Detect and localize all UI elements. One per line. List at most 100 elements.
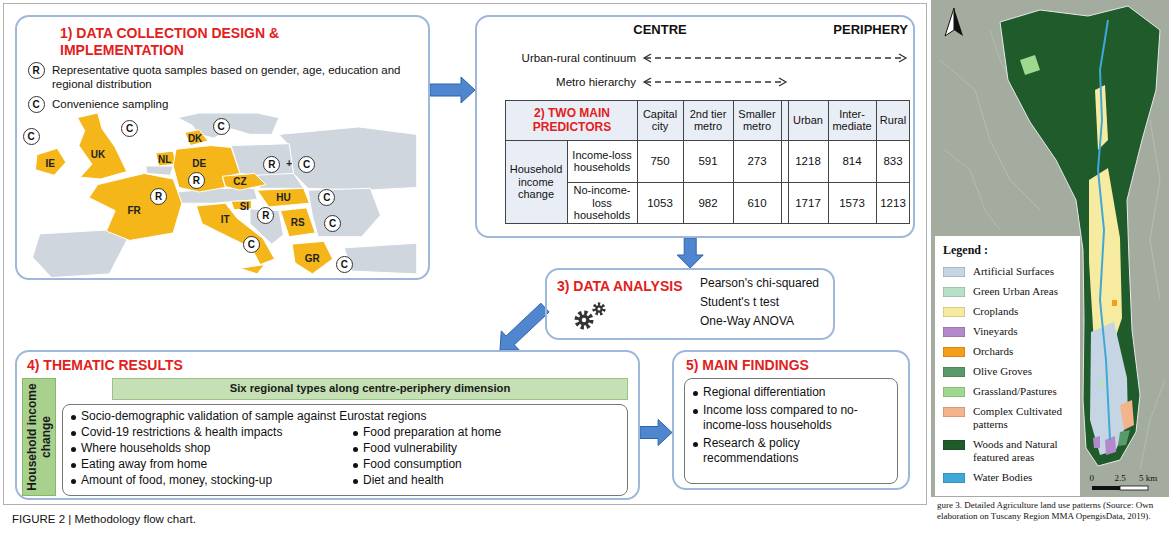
text-slot: 273 bbox=[735, 155, 779, 168]
tuscany-map bbox=[1093, 436, 1100, 448]
circle-letter: C bbox=[32, 99, 39, 110]
box-heading: 1) DATA COLLECTION DESIGN & IMPLEMENTATI… bbox=[60, 25, 332, 59]
text-slot: Convenience sampling bbox=[52, 97, 352, 111]
legend-panel: Legend :Artificial SurfacesGreen Urban A… bbox=[935, 236, 1080, 496]
text-slot: DE bbox=[192, 158, 206, 170]
other-country bbox=[308, 188, 381, 236]
bullet-dot bbox=[71, 479, 76, 484]
text-slot: Eating away from home bbox=[81, 457, 351, 472]
table-cell: Inter-mediate bbox=[830, 108, 874, 133]
country-code: IT bbox=[221, 214, 230, 226]
other-country bbox=[231, 144, 293, 177]
text-slot: Food preparation at home bbox=[363, 425, 618, 440]
other-country bbox=[33, 229, 127, 277]
table-cell: 1573 bbox=[830, 197, 874, 210]
country-code: DE bbox=[192, 158, 206, 170]
bullet-text: Diet and health bbox=[363, 473, 618, 488]
table-cell: 982 bbox=[685, 197, 731, 210]
legend-swatch bbox=[943, 267, 965, 277]
gear-icon bbox=[594, 304, 604, 314]
tuscany-map bbox=[945, 150, 1000, 230]
box-text: Convenience sampling bbox=[52, 97, 352, 111]
legend-swatch bbox=[943, 307, 965, 317]
continuum-arrow bbox=[645, 81, 785, 82]
text-slot: IT bbox=[221, 214, 230, 226]
flow-arrow bbox=[430, 77, 475, 103]
axis-name: Urban-rural continuum bbox=[480, 51, 636, 65]
text-slot: Socio-demographic validation of sample a… bbox=[81, 409, 611, 424]
predictor-table-grid bbox=[567, 140, 568, 224]
text-slot: 5) MAIN FINDINGS bbox=[686, 357, 891, 374]
legend-swatch bbox=[943, 440, 965, 450]
text-slot: Inter-mediate bbox=[830, 108, 874, 133]
predictor-table-grid bbox=[876, 100, 877, 224]
figure-caption: gure 3. Detailed Agriculture land use pa… bbox=[937, 500, 1165, 522]
sample-circle: C bbox=[298, 156, 315, 173]
text-slot: 982 bbox=[685, 197, 731, 210]
tuscany-map bbox=[1098, 20, 1110, 440]
gear-icon bbox=[595, 305, 603, 313]
circle-letter: R bbox=[268, 159, 275, 170]
bullet-text: Research & policy recommendations bbox=[703, 436, 889, 466]
text-slot: Where households shop bbox=[81, 441, 351, 456]
findings-box: Regional differentiationIncome loss comp… bbox=[684, 378, 898, 484]
legend-swatch bbox=[943, 387, 965, 397]
bullet-text: Food preparation at home bbox=[363, 425, 618, 440]
text-slot: + bbox=[286, 158, 292, 170]
text-slot: 591 bbox=[685, 155, 731, 168]
bullet-dot bbox=[71, 415, 76, 420]
table-cell: 591 bbox=[685, 155, 731, 168]
table-cell: 610 bbox=[735, 197, 779, 210]
text-slot: Food consumption bbox=[363, 457, 618, 472]
sample-circle: R bbox=[263, 156, 280, 173]
legend-swatch bbox=[943, 347, 965, 357]
text-slot: CZ bbox=[233, 176, 246, 188]
tuscany-map bbox=[1092, 486, 1120, 490]
country-code: SI bbox=[240, 201, 249, 213]
bullet-text: Eating away from home bbox=[81, 457, 351, 472]
text-slot: 0 bbox=[1090, 473, 1095, 484]
circle-letter: C bbox=[323, 192, 330, 203]
flow-arrow bbox=[640, 420, 672, 446]
bullet-dot bbox=[353, 463, 358, 468]
tuscany-map bbox=[1150, 120, 1160, 300]
text-slot: SI bbox=[240, 201, 249, 213]
text-slot: Covid-19 restrictions & health impacts bbox=[81, 425, 351, 440]
table-cell: 1717 bbox=[790, 197, 826, 210]
box-heading: 5) MAIN FINDINGS bbox=[686, 357, 891, 374]
text-slot: Representative quota samples based on ge… bbox=[52, 63, 424, 91]
box-heading: Six regional types along centre-peripher… bbox=[113, 382, 627, 396]
country-code: FR bbox=[128, 205, 141, 217]
country-code: HU bbox=[276, 192, 290, 204]
bullet-text: Food consumption bbox=[363, 457, 618, 472]
country-code: IE bbox=[45, 158, 54, 170]
box-heading: 3) DATA ANALYSIS bbox=[557, 278, 695, 295]
text-slot: 1573 bbox=[830, 197, 874, 210]
sample-country bbox=[257, 188, 309, 207]
text-slot: PERIPHERY bbox=[780, 22, 908, 38]
box-text: Pearson's chi-squared bbox=[700, 276, 828, 291]
legend-text: Water Bodies bbox=[973, 471, 1073, 484]
tuscany-map bbox=[1020, 55, 1040, 75]
bullet-dot bbox=[71, 431, 76, 436]
legend-row: Water Bodies bbox=[943, 471, 1075, 484]
bullet-dot bbox=[71, 447, 76, 452]
sample-circle: C bbox=[324, 215, 341, 232]
text-slot: gure 3. Detailed Agriculture land use pa… bbox=[937, 500, 1165, 522]
legend-text: Green Urban Areas bbox=[973, 285, 1073, 298]
circle-letter: R bbox=[193, 175, 200, 186]
table-cell: 1213 bbox=[878, 197, 908, 210]
bullet-dot bbox=[353, 447, 358, 452]
legend-text: Complex Cultivated patterns bbox=[973, 405, 1073, 431]
legend-row: Olive Groves bbox=[943, 365, 1075, 378]
legend-text: Orchards bbox=[973, 345, 1073, 358]
text-slot: One-Way ANOVA bbox=[700, 314, 828, 329]
bullet-text: Income loss compared to no-income-loss h… bbox=[703, 403, 889, 433]
circle-letter: C bbox=[217, 121, 224, 132]
tuscany-map bbox=[1120, 486, 1148, 490]
legend-swatch bbox=[943, 367, 965, 377]
box-heading: 4) THEMATIC RESULTS bbox=[27, 357, 287, 374]
gear-icon bbox=[577, 313, 591, 327]
sample-country bbox=[196, 203, 274, 264]
text-slot: 1213 bbox=[878, 197, 908, 210]
